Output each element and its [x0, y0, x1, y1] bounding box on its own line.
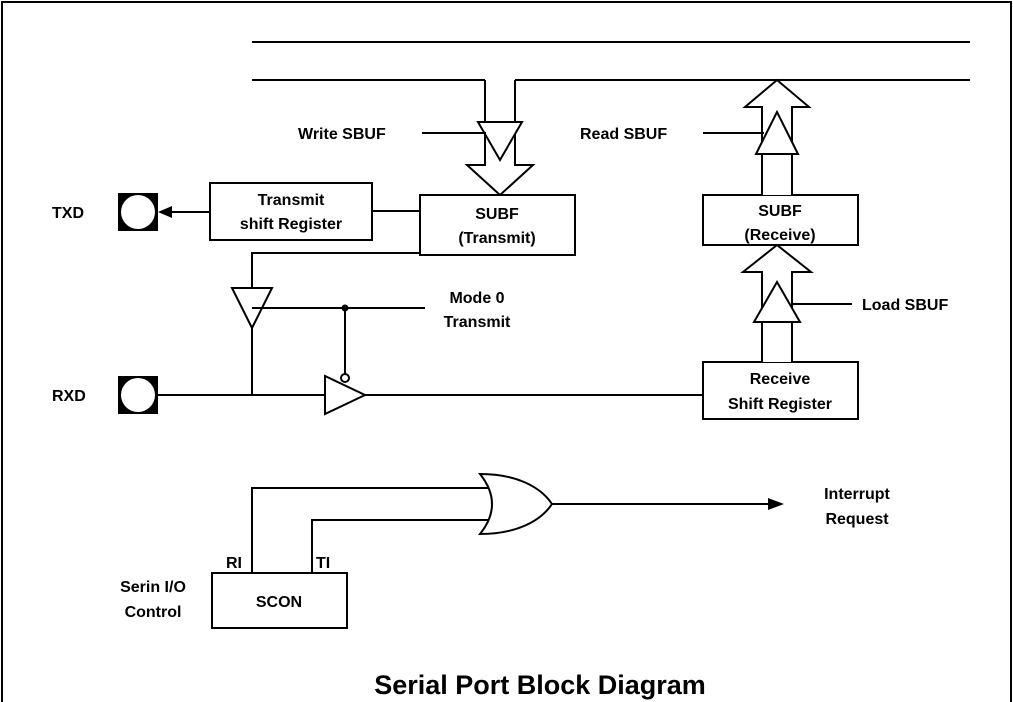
load-sbuf-label: Load SBUF [862, 297, 948, 314]
write-sbuf-label: Write SBUF [298, 126, 386, 143]
ri-label: RI [226, 555, 242, 572]
receive-buffer-triangle [324, 374, 368, 416]
receive-shift-register-box [702, 361, 859, 420]
transmit-shift-register-label-1: Transmit [258, 192, 325, 209]
read-buffer-triangle [754, 109, 800, 155]
receive-shift-register-label-1: Receive [750, 371, 811, 388]
sbuf-receive-label-2: (Receive) [744, 227, 815, 244]
interrupt-arrowhead [768, 498, 784, 510]
rxd-label: RXD [52, 388, 86, 405]
read-sbuf-label: Read SBUF [580, 126, 667, 143]
load-buffer-triangle [752, 279, 802, 323]
sbuf-receive-label-1: SUBF [758, 203, 802, 220]
sbuf-transmit-label-2: (Transmit) [458, 230, 535, 247]
serin-label-2: Control [125, 604, 182, 621]
mode0-label-1: Mode 0 [449, 290, 504, 307]
txd-label: TXD [52, 205, 84, 222]
txd-arrowhead [158, 206, 172, 218]
ri-wire [251, 487, 490, 580]
diagram-title: Serial Port Block Diagram [374, 670, 706, 700]
receive-shift-register-label-2: Shift Register [728, 396, 832, 413]
sbuf-transmit-box [419, 194, 576, 256]
write-buffer-triangle [476, 121, 524, 162]
scon-box [211, 572, 348, 629]
or-gate [477, 472, 554, 536]
transmit-shift-register-label-2: shift Register [240, 216, 342, 233]
txd-pin-circle [121, 195, 155, 229]
rxd-pin-circle [121, 378, 155, 412]
scon-label: SCON [256, 594, 302, 611]
interrupt-label-1: Interrupt [824, 486, 890, 503]
ti-label: TI [316, 555, 330, 572]
inverted-enable-bubble [340, 373, 350, 383]
mode0-label-2: Transmit [444, 314, 511, 331]
ti-wire [311, 519, 490, 580]
mode0-data-wire [251, 252, 420, 288]
interrupt-label-2: Request [825, 511, 889, 528]
serin-label-1: Serin I/O [120, 579, 186, 596]
sbuf-transmit-label-1: SUBF [475, 206, 519, 223]
